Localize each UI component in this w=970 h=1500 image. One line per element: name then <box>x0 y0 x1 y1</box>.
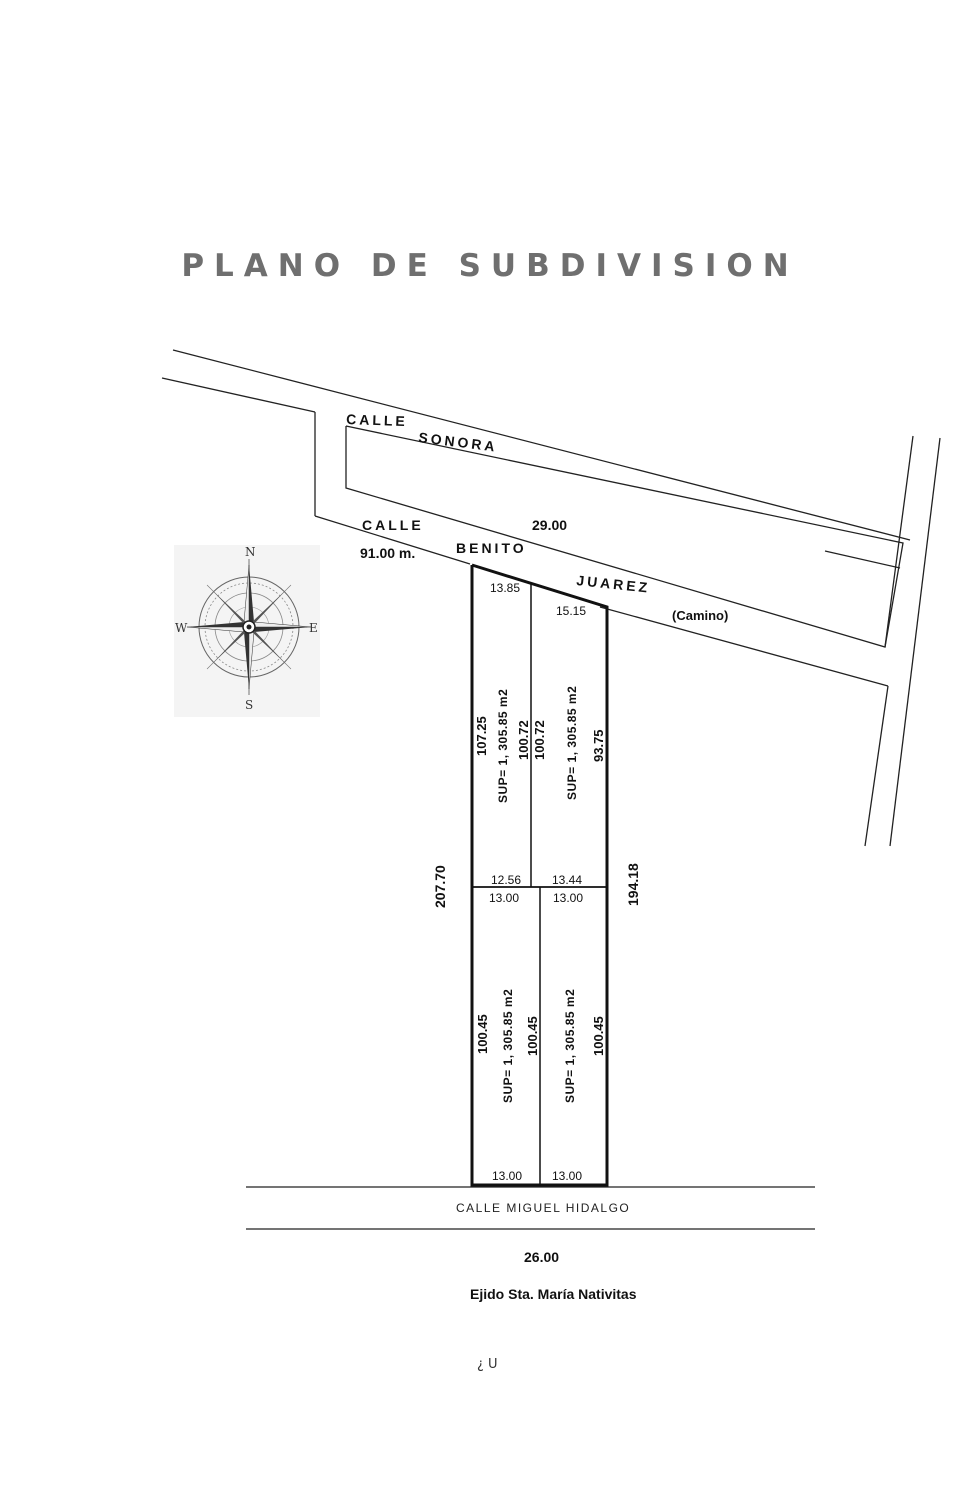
lot-2-top: 15.15 <box>556 604 586 618</box>
road-edge <box>864 685 889 847</box>
page-title: PLANO DE SUBDIVISION <box>181 248 799 284</box>
lot-4-right: 100.45 <box>591 1016 606 1056</box>
lot-4-area: SUP= 1, 305.85 m2 <box>563 989 577 1103</box>
dim-29: 29.00 <box>532 517 567 533</box>
lot-3-left: 100.45 <box>475 1014 490 1054</box>
lot-2-bottom: 13.44 <box>552 873 582 887</box>
lot-4: 13.00 13.00 SUP= 1, 305.85 m2 100.45 <box>552 891 606 1183</box>
road-edge <box>884 435 914 648</box>
lot-3-bottom: 13.00 <box>492 1169 522 1183</box>
dim-91: 91.00 m. <box>360 545 415 561</box>
lot-1: 13.85 12.56 107.25 SUP= 1, 305.85 m2 100… <box>474 581 531 887</box>
road-lines <box>161 349 941 1230</box>
street-label-juarez: JUAREZ <box>576 572 651 596</box>
street-label-calle-1: CALLE <box>346 411 408 429</box>
street-label-calle-2: CALLE <box>362 517 424 533</box>
road-edge <box>889 437 941 847</box>
road-edge <box>172 349 911 541</box>
road-edge <box>161 377 316 413</box>
street-label-miguel-hidalgo: CALLE MIGUEL HIDALGO <box>456 1201 630 1215</box>
lot-2-right: 93.75 <box>591 729 606 762</box>
lot-1-right: 100.72 <box>516 720 531 760</box>
compass-w: W <box>175 621 188 635</box>
compass-n: N <box>245 545 256 559</box>
lot-2-area: SUP= 1, 305.85 m2 <box>565 686 579 800</box>
street-label-benito: BENITO <box>456 540 527 556</box>
lot-2: 15.15 13.44 100.72 SUP= 1, 305.85 m2 93.… <box>532 604 606 887</box>
lot-3: 13.00 13.00 100.45 SUP= 1, 305.85 m2 100… <box>475 891 540 1183</box>
lot-1-area: SUP= 1, 305.85 m2 <box>496 689 510 803</box>
lot-1-top: 13.85 <box>490 581 520 595</box>
road-edge <box>599 606 889 687</box>
lot-4-top: 13.00 <box>553 891 583 905</box>
dim-bottom-total: 26.00 <box>524 1249 559 1265</box>
page-footer: ¿ U <box>477 1357 498 1372</box>
dim-left-total: 207.70 <box>432 865 448 908</box>
road-edge <box>314 515 471 565</box>
lot-1-bottom: 12.56 <box>491 873 521 887</box>
road-edge <box>824 550 901 569</box>
street-label-sonora: SONORA <box>418 429 499 455</box>
compass-s: S <box>245 698 253 712</box>
street-label-camino: (Camino) <box>672 608 728 623</box>
lot-3-area: SUP= 1, 305.85 m2 <box>501 989 515 1103</box>
property-outline <box>470 563 609 1187</box>
compass-rose-icon: N S E W <box>174 545 320 717</box>
lot-3-top: 13.00 <box>489 891 519 905</box>
dim-right-total: 194.18 <box>625 863 641 906</box>
lot-2-left: 100.72 <box>532 720 547 760</box>
lot-1-left: 107.25 <box>474 716 489 756</box>
lot-4-bottom: 13.00 <box>552 1169 582 1183</box>
lot-3-right: 100.45 <box>525 1016 540 1056</box>
location-label: Ejido Sta. María Nativitas <box>470 1286 637 1302</box>
compass-e: E <box>309 621 318 635</box>
